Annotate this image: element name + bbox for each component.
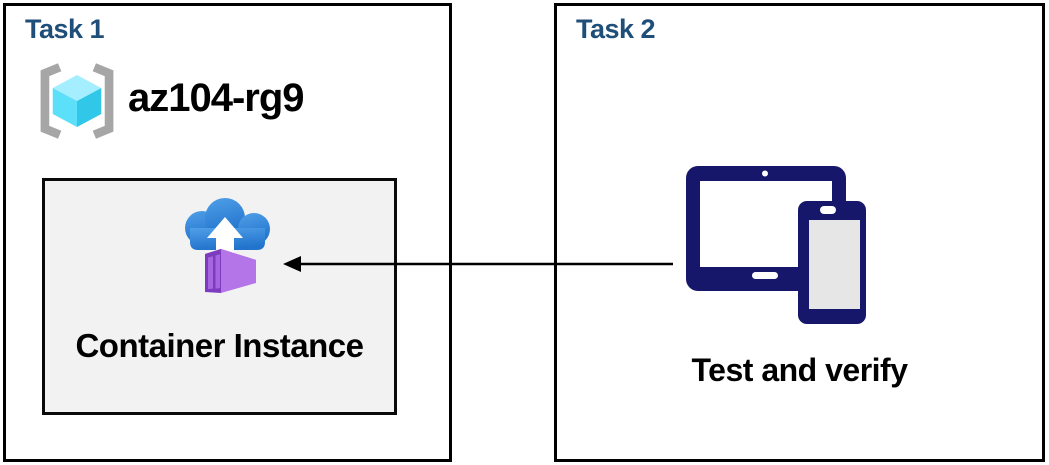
phone-earpiece	[820, 206, 836, 214]
task1-title: Task 1	[25, 14, 105, 44]
bracket-right	[92, 63, 114, 139]
test-and-verify-label: Test and verify	[691, 352, 908, 388]
container-instance-label: Container Instance	[75, 327, 364, 364]
resource-group-icon	[40, 63, 114, 139]
task2-title: Task 2	[576, 14, 656, 44]
flow-arrow	[283, 256, 673, 272]
flow-arrow-head	[283, 256, 301, 272]
container-panel-2	[215, 254, 220, 289]
phone-screen	[809, 220, 860, 309]
tablet-camera-dot	[762, 170, 768, 177]
devices-icon	[686, 166, 866, 324]
task1-box: Task 1 az104-rg9	[3, 3, 452, 462]
container-side-face	[221, 249, 256, 293]
container-instance-box: Container Instance	[42, 178, 397, 415]
container-instance-icon	[185, 198, 270, 293]
upload-arrow-icon	[207, 217, 243, 254]
cube-left-face	[52, 88, 77, 127]
container-panel-1	[208, 256, 213, 290]
tablet-home-button	[752, 272, 778, 279]
task2-box: Task 2 Test and verify	[554, 3, 1045, 462]
resource-group-name: az104-rg9	[128, 76, 305, 120]
bracket-left	[40, 63, 62, 139]
